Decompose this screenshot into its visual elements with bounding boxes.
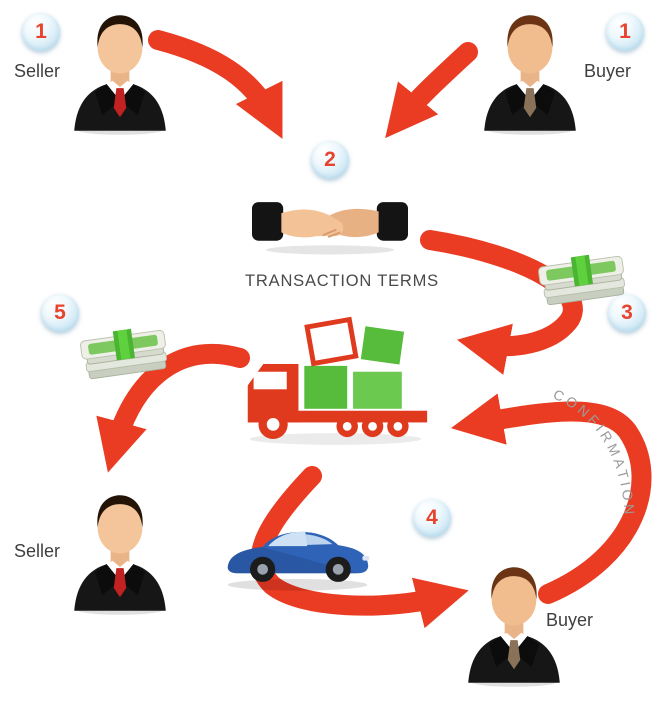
seller-top-avatar xyxy=(68,10,172,135)
delivery-truck-icon xyxy=(238,315,433,447)
buyer-bottom-label: Buyer xyxy=(546,610,594,630)
step-badge-seller: 1 xyxy=(22,13,60,51)
buyer-top-avatar xyxy=(478,10,582,135)
seller-bottom-label: Seller xyxy=(14,541,61,561)
transaction-terms-label: TRANSACTION TERMS xyxy=(245,272,439,290)
seller-top-label: Seller xyxy=(14,61,61,81)
payout-money-stack-icon xyxy=(76,314,172,390)
handshake-icon xyxy=(252,183,408,258)
seller-bottom-avatar xyxy=(68,490,172,615)
arrow-buyer-to-terms xyxy=(385,42,478,139)
step-badge-terms: 2 xyxy=(311,141,349,179)
step-badge-delivery: 4 xyxy=(413,499,451,537)
step-badge-buyer: 1 xyxy=(606,13,644,51)
step-badge-payout: 5 xyxy=(41,294,79,332)
car-icon xyxy=(220,502,375,594)
step-badge-payment: 3 xyxy=(608,294,646,332)
buyer-top-label: Buyer xyxy=(584,61,632,81)
arrow-seller-to-terms xyxy=(148,30,283,139)
arrow-payment-to-escrow xyxy=(420,230,583,375)
arrow-confirmation-to-escrow xyxy=(450,393,652,604)
